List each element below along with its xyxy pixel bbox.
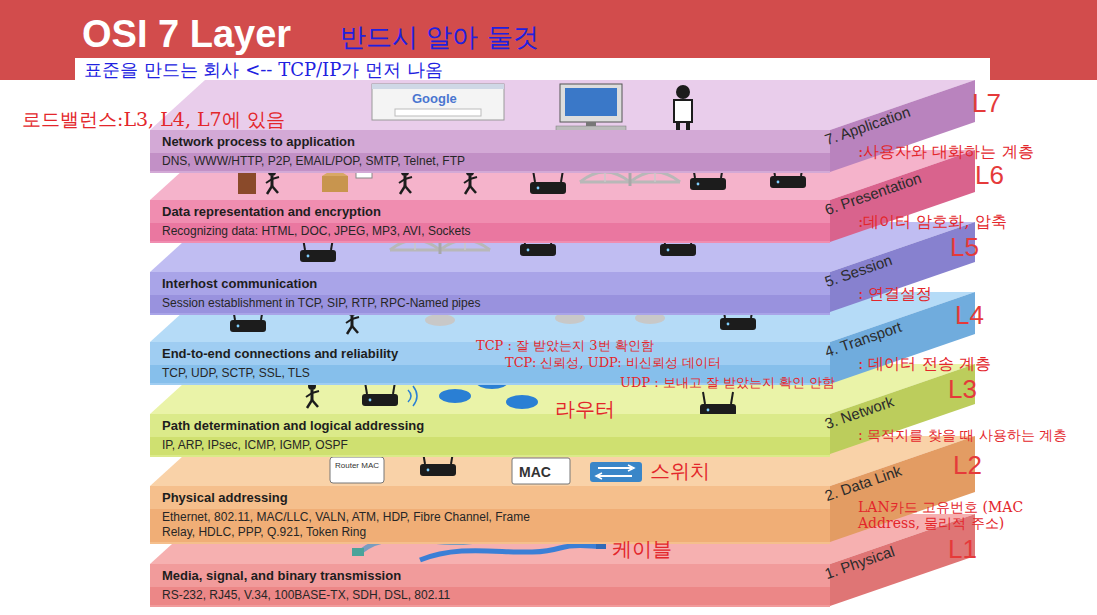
layer-number: L3 <box>948 376 977 402</box>
osi-layer-band: Network process to applicationDNS, WWW/H… <box>150 130 830 173</box>
note-text: 로드밸런스:L3, L4, L7에 있음 <box>22 108 285 130</box>
osi-layer-band: Interhost communicationSession establish… <box>150 272 830 315</box>
osi-layer-band: Data representation and encryptionRecogn… <box>150 200 830 243</box>
layer-note: :사용자와 대화하는 계층 <box>858 143 1034 161</box>
layer-note: : 목적지를 찾을 때 사용하는 계층 <box>858 427 1067 443</box>
layer-number: L6 <box>975 162 1004 188</box>
layer-note: : 데이터 전송 계층 <box>858 355 991 373</box>
layer-protocols: IP, ARP, IPsec, ICMP, IGMP, OSPF <box>150 437 830 455</box>
layer-note: : 연결설정 <box>858 285 932 303</box>
layer-note: LAN카드 고유번호 (MAC Address, 물리적 주소) <box>858 499 1058 531</box>
device-name: 케이블 <box>612 538 672 561</box>
note-text: 표준을 만드는 회사 <-- TCP/IP가 먼저 나옴 <box>84 60 443 80</box>
layer-note: :데이터 암호화, 압축 <box>858 213 1007 231</box>
layer-number: L4 <box>955 302 984 328</box>
layer-number: L2 <box>953 452 982 478</box>
browser-logo: Google <box>412 91 457 106</box>
layer-heading: Media, signal, and binary transmission <box>162 568 818 584</box>
layer-number: L1 <box>948 536 977 562</box>
layer-protocols: RS-232, RJ45, V.34, 100BASE-TX, SDH, DSL… <box>150 587 830 605</box>
device-tag: MAC <box>519 464 551 480</box>
osi-layer-band: Path determination and logical addressin… <box>150 414 830 457</box>
layer-heading: Physical addressing <box>162 490 818 506</box>
layer-heading: Data representation and encryption <box>162 204 818 220</box>
layer-protocols: Recognizing data: HTML, DOC, JPEG, MP3, … <box>150 223 830 241</box>
protocol-note: UDP : 보내고 잘 받았는지 확인 안함 <box>620 375 835 391</box>
layer-heading: Path determination and logical addressin… <box>162 418 818 434</box>
layer-protocols: DNS, WWW/HTTP, P2P, EMAIL/POP, SMTP, Tel… <box>150 153 830 171</box>
device-name: 스위치 <box>650 460 710 483</box>
diagram-title: OSI 7 Layer <box>82 12 291 56</box>
protocol-note: TCP : 잘 받았는지 3번 확인함 <box>476 338 654 354</box>
note-text: 반드시 알아 둘것 <box>340 22 539 52</box>
osi-layer-band: Media, signal, and binary transmissionRS… <box>150 564 830 607</box>
device-name: 라우터 <box>555 398 615 421</box>
device-tag: Router MAC <box>334 461 380 470</box>
layer-number: L7 <box>972 90 1001 116</box>
layer-heading: Network process to application <box>162 134 818 150</box>
layer-heading: Interhost communication <box>162 276 818 292</box>
layer-protocols: Session establishment in TCP, SIP, RTP, … <box>150 295 830 313</box>
osi-layer-band: Physical addressingEthernet, 802.11, MAC… <box>150 486 830 544</box>
protocol-note: TCP: 신뢰성, UDP: 비신뢰성 데이터 <box>505 355 721 371</box>
layer-number: L5 <box>950 234 979 260</box>
layer-protocols: Ethernet, 802.11, MAC/LLC, VALN, ATM, HD… <box>150 509 830 542</box>
